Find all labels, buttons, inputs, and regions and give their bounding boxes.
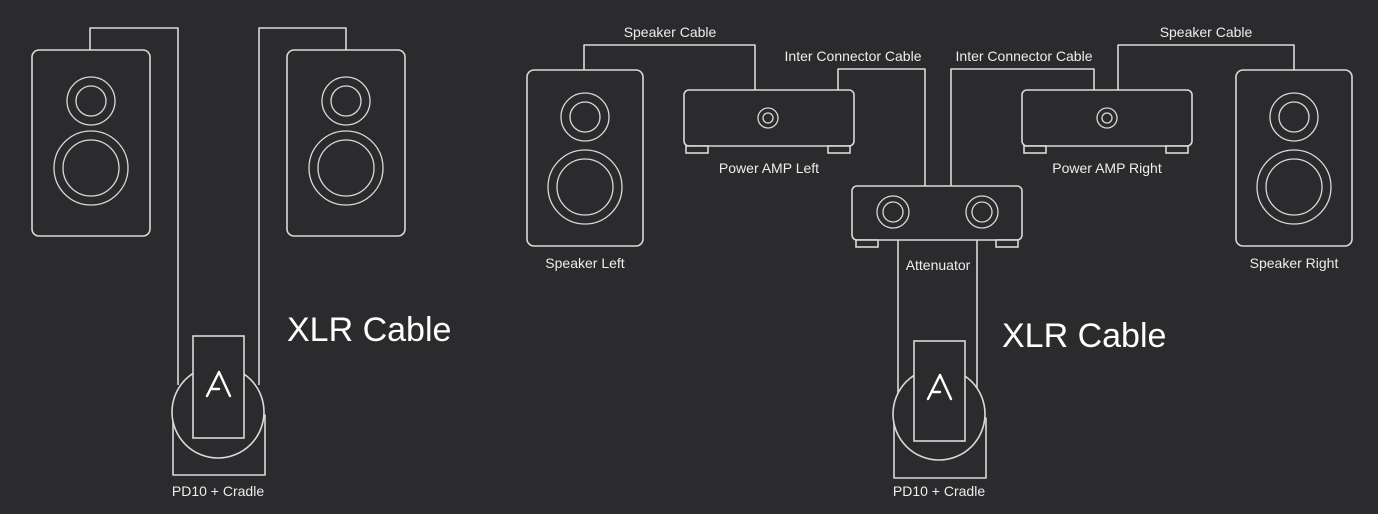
speaker-right-label: Speaker Right	[1250, 255, 1339, 271]
speaker-left-label: Speaker Left	[545, 255, 624, 271]
speaker-right-1	[286, 49, 406, 237]
speaker-left-1	[31, 49, 151, 237]
attenuator	[851, 185, 1023, 248]
xlr-cable-left-speaker	[89, 27, 179, 385]
xlr-cable-label-right: XLR Cable	[1002, 317, 1166, 355]
speaker-cable-left	[583, 44, 756, 90]
power-amp-right	[1021, 89, 1193, 154]
speaker-cable-right	[1117, 44, 1295, 90]
power-amp-left-label: Power AMP Left	[719, 160, 819, 176]
inter-connector-cable-right	[950, 68, 1095, 186]
speaker-cable-left-label: Speaker Cable	[624, 24, 717, 40]
xlr-cable-label-left: XLR Cable	[287, 311, 451, 349]
inter-connector-right-label: Inter Connector Cable	[956, 48, 1093, 64]
speaker-cable-right-label: Speaker Cable	[1160, 24, 1253, 40]
power-amp-left	[683, 89, 855, 154]
inter-connector-cable-left	[837, 68, 926, 186]
astell-logo-icon	[926, 373, 953, 401]
speaker-right	[1235, 69, 1353, 247]
attenuator-label: Attenuator	[906, 257, 971, 273]
device-label-left: PD10 + Cradle	[172, 483, 264, 499]
xlr-cable-right-speaker	[258, 27, 347, 385]
power-amp-right-label: Power AMP Right	[1052, 160, 1162, 176]
pd10-cradle-1	[171, 335, 266, 476]
pd10-cradle-2	[892, 340, 987, 479]
device-label-right: PD10 + Cradle	[893, 483, 985, 499]
inter-connector-left-label: Inter Connector Cable	[785, 48, 922, 64]
astell-logo-icon	[205, 370, 232, 398]
speaker-left	[526, 69, 644, 247]
